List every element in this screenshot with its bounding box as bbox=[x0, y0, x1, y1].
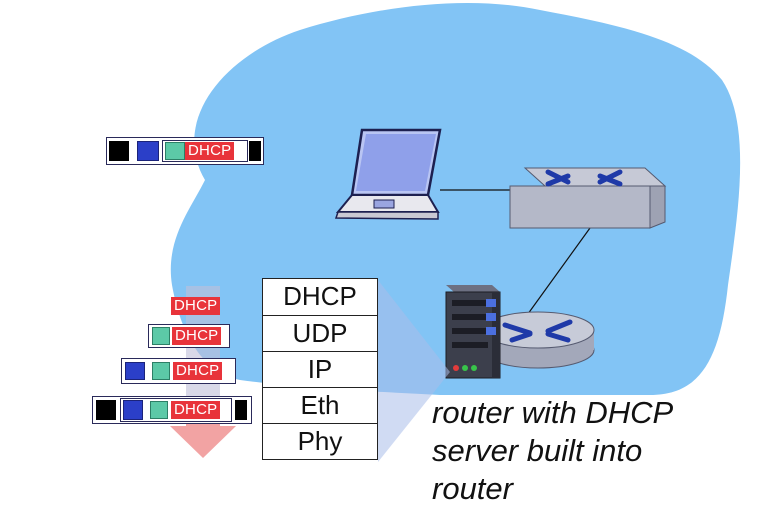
link-switch-router bbox=[524, 227, 591, 319]
caption-line-1: router with DHCP bbox=[432, 395, 674, 430]
protocol-stack: DHCP UDP IP Eth Phy bbox=[262, 278, 378, 460]
layer-eth: Eth bbox=[263, 387, 377, 423]
udp-header-block bbox=[152, 327, 170, 345]
udp-header-block bbox=[150, 401, 168, 419]
eth-trailer-block bbox=[235, 400, 247, 420]
caption-line-2: server built into bbox=[432, 433, 643, 468]
dhcp-label: DHCP bbox=[173, 362, 223, 380]
dhcp-label: DHCP bbox=[185, 142, 235, 160]
router-icon bbox=[481, 311, 595, 369]
layer-udp: UDP bbox=[263, 315, 377, 351]
udp-header-block bbox=[165, 142, 185, 160]
dhcp-frame-in-network: DHCP bbox=[106, 137, 264, 165]
ip-outline bbox=[120, 398, 232, 422]
dhcp-label: DHCP bbox=[172, 327, 222, 345]
layer-ip: IP bbox=[263, 351, 377, 387]
trailer-block-end bbox=[249, 141, 261, 161]
caption-line-3: router bbox=[432, 471, 513, 506]
ethernet-frame: DHCP bbox=[92, 396, 252, 424]
dhcp-label: DHCP bbox=[171, 401, 221, 419]
udp-header-block bbox=[152, 362, 170, 380]
trailer-block bbox=[109, 141, 129, 161]
dhcp-message-only: DHCP bbox=[171, 297, 221, 315]
switch-icon bbox=[509, 167, 667, 229]
udp-segment: DHCP bbox=[148, 324, 230, 348]
server-icon bbox=[445, 285, 501, 379]
ip-header-block bbox=[125, 362, 145, 380]
zoom-callout bbox=[378, 280, 450, 462]
ip-header-block bbox=[123, 400, 143, 420]
ip-outline bbox=[162, 140, 248, 162]
eth-header-block bbox=[137, 141, 159, 161]
router-caption: router with DHCP server built into route… bbox=[432, 394, 762, 508]
eth-header-block bbox=[96, 400, 116, 420]
laptop-icon bbox=[334, 128, 442, 220]
layer-dhcp: DHCP bbox=[283, 281, 357, 311]
ip-datagram: DHCP bbox=[121, 358, 236, 384]
layer-phy: Phy bbox=[263, 423, 377, 459]
